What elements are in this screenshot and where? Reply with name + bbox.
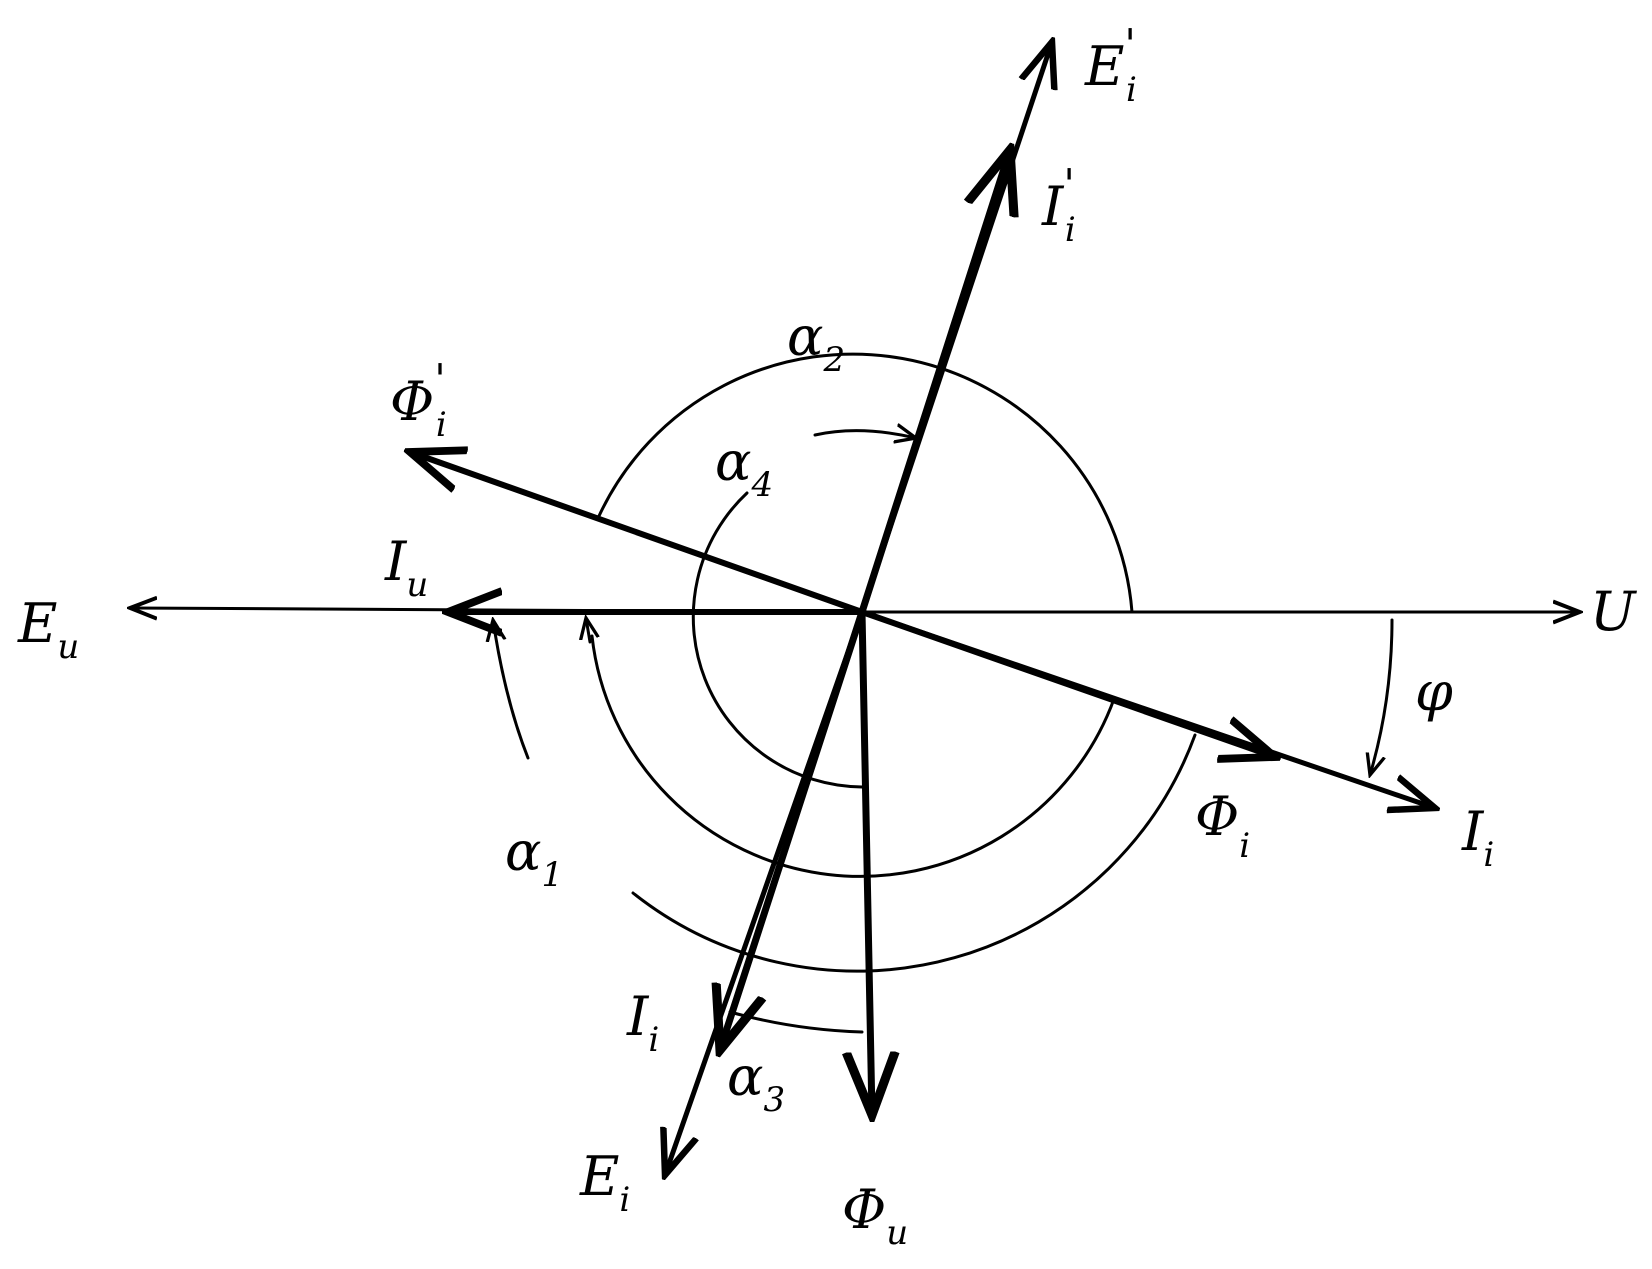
- alpha-mid-arc: [590, 634, 1116, 878]
- label-alpha1: α1: [505, 820, 563, 895]
- label-Phii: Φi: [1195, 785, 1250, 866]
- label-U: U: [1590, 580, 1637, 643]
- alpha2-arrow: [813, 431, 916, 438]
- label-Iu: Iu: [384, 530, 428, 605]
- Phii-prime-vector: [410, 452, 865, 615]
- label-Ii-lower: Ii: [626, 985, 659, 1060]
- label-Ei: Ei: [579, 1145, 630, 1220]
- label-Phii-prime: Φ'i: [390, 355, 447, 445]
- label-Ei-prime: E'i: [1084, 20, 1137, 110]
- label-phi: φ: [1415, 660, 1453, 723]
- Phii-vector: [859, 609, 1275, 757]
- phi-arrow: [1370, 618, 1394, 775]
- label-Ii-right: Ii: [1461, 800, 1494, 875]
- Ii-prime-vector: [858, 150, 1010, 616]
- label-alpha4: α4: [715, 430, 773, 505]
- label-Eu: Eu: [17, 592, 79, 667]
- alpha3-arc: [728, 1010, 864, 1034]
- Phiu-vector: [862, 608, 872, 1115]
- alpha1-arc: [631, 733, 1197, 973]
- label-Phiu: Φu: [842, 1178, 908, 1253]
- label-Ii-prime: I'i: [1041, 160, 1076, 250]
- alpha-mid-arrow: [586, 618, 590, 644]
- label-alpha3: α3: [727, 1045, 785, 1120]
- label-alpha2: α2: [787, 305, 845, 380]
- alpha1-arrow: [493, 620, 530, 760]
- Ii-lower-vector: [720, 608, 866, 1050]
- alpha2-arc: [597, 352, 1134, 614]
- alpha4-arc: [691, 491, 864, 789]
